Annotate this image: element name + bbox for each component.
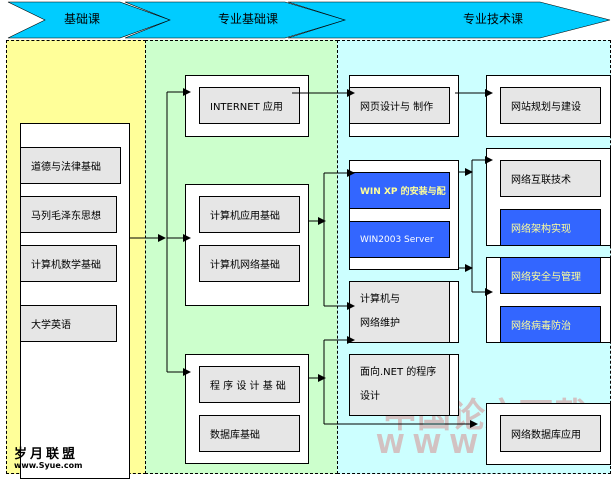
course-box-highlight[interactable]: 网络架构实现 — [500, 209, 601, 246]
course-box[interactable]: 计算机网络基础 — [199, 245, 300, 282]
course-box[interactable]: 大学英语 — [20, 305, 117, 342]
course-box-multiline[interactable]: 计算机与 网络维护 — [349, 281, 450, 343]
course-box[interactable]: 网页设计与 制作 — [349, 87, 450, 124]
stage-chevron-professional-tech — [287, 1, 611, 39]
course-line: 计算机与 — [360, 294, 400, 305]
course-box[interactable]: 道德与法律基础 — [20, 147, 121, 184]
stage-label-professional-tech: 专业技术课 — [463, 12, 524, 26]
course-box[interactable]: 网站规划与建设 — [500, 87, 601, 124]
course-box[interactable]: 网络互联技术 — [500, 160, 601, 197]
course-box[interactable]: 数据库基础 — [199, 415, 300, 452]
course-box-highlight[interactable]: 网络安全与管理 — [500, 257, 601, 294]
course-line: 设计 — [360, 391, 380, 402]
course-box[interactable]: 网络数据库应用 — [500, 415, 601, 452]
stage-label-basic: 基础课 — [64, 12, 101, 26]
course-box-multiline[interactable]: 面向.NET 的程序 设计 — [349, 354, 450, 416]
course-box-highlight[interactable]: 网络病毒防治 — [500, 306, 601, 343]
course-box[interactable]: 计算机应用基础 — [199, 196, 300, 233]
stage-label-professional-basic: 专业基础课 — [218, 12, 279, 26]
site-logo: 岁月联盟 — [14, 447, 79, 462]
course-box-highlight[interactable]: WIN XP 的安装与配 — [349, 172, 450, 209]
course-box[interactable]: 程 序 设 计 基 础 — [199, 366, 300, 403]
course-line: 面向.NET 的程序 — [360, 367, 437, 378]
course-box[interactable]: 马列毛泽东思想 — [20, 196, 117, 233]
site-url: www.Syue.com — [14, 461, 83, 470]
course-box[interactable]: 计算机数学基础 — [20, 245, 117, 282]
course-line: 网络维护 — [360, 318, 400, 329]
course-box-highlight[interactable]: WIN2003 Server — [349, 221, 450, 258]
course-box[interactable]: INTERNET 应用 — [199, 87, 300, 124]
